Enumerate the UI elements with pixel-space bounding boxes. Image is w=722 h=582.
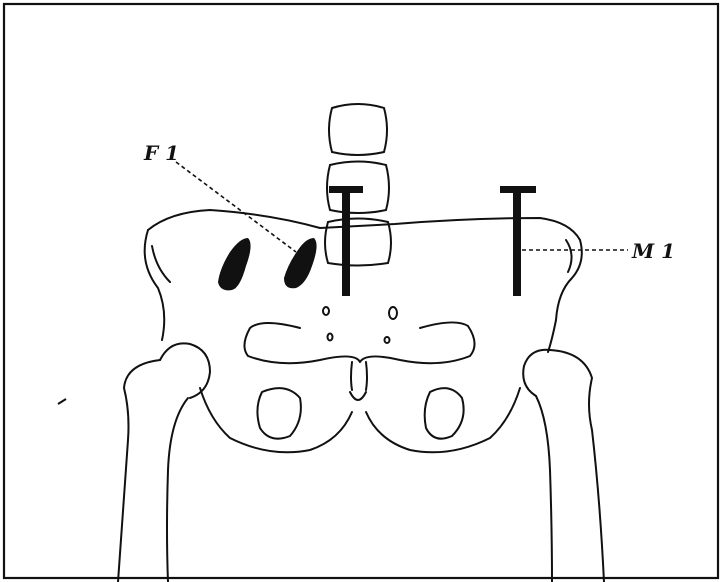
left-femur-outer <box>118 360 160 582</box>
left-femoral-head <box>160 343 210 398</box>
left-femur <box>118 343 210 582</box>
m1-nail-right-shaft <box>513 192 521 296</box>
coccyx <box>350 362 367 400</box>
right-obturator-foramen <box>425 388 464 439</box>
stray-mark <box>58 399 66 404</box>
lumbar-vertebrae <box>325 104 391 266</box>
right-ilium-inner-edge <box>566 240 572 272</box>
sacral-foramen <box>328 334 333 341</box>
label-f1: F 1 <box>143 141 179 165</box>
left-ilium-edge <box>145 230 165 340</box>
figure-border <box>4 4 718 578</box>
right-femur-outer <box>550 350 604 582</box>
f1-wedges <box>218 238 317 290</box>
right-femur <box>523 350 604 582</box>
left-ilium-inner-edge <box>152 246 170 282</box>
f1-leader-line <box>176 162 296 252</box>
left-obturator-foramen <box>257 388 300 439</box>
right-ilium-edge <box>548 240 582 352</box>
lower-pelvis <box>200 388 520 452</box>
sacral-foramen <box>385 337 390 343</box>
sacral-foramen <box>323 307 329 315</box>
right-femoral-head <box>523 350 550 396</box>
label-m1: M 1 <box>631 239 675 263</box>
left-femur-inner <box>167 398 188 582</box>
sacral-foramina <box>323 307 397 343</box>
f1-wedge-left <box>218 238 251 290</box>
f1-wedge-right <box>284 238 317 288</box>
sacral-foramen <box>389 307 397 319</box>
leader-lines <box>176 162 628 252</box>
m1-nail-left-shaft <box>342 192 350 296</box>
vertebra-upper <box>329 104 387 155</box>
m1-nail-left-head <box>329 186 363 193</box>
pelvic-brim <box>244 322 474 363</box>
m1-nail-right-head <box>500 186 536 193</box>
right-femur-inner <box>536 396 552 582</box>
